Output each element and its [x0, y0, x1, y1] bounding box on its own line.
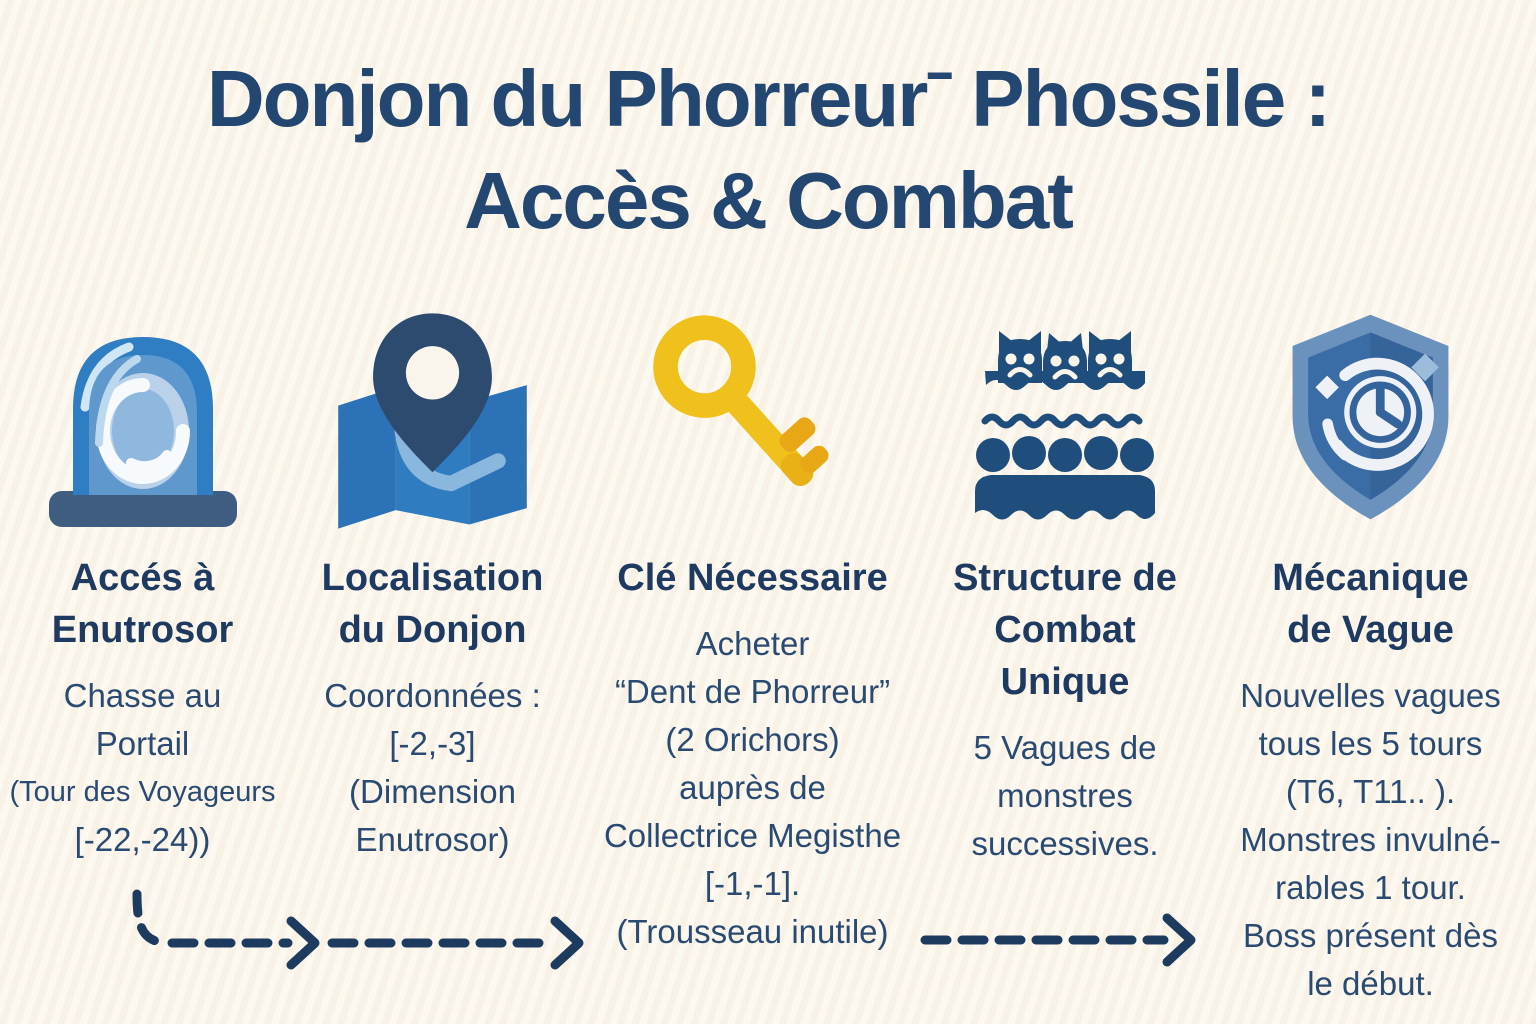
title-line-1: Donjon du Phorreurˉ Phossile :	[206, 54, 1331, 143]
step-cle-necessaire: Clé Nécessaire Acheter “Dent de Phorreur…	[580, 296, 925, 1008]
body-line: monstres	[997, 777, 1133, 814]
step-heading: Structure de Combat Unique	[925, 552, 1205, 708]
body-line: Coordonnées :	[324, 677, 541, 714]
step-body: Acheter “Dent de Phorreur” (2 Orichors) …	[604, 620, 901, 956]
step-body: Chasse au Portail (Tour des Voyageurs [-…	[10, 672, 276, 864]
steps-row: Accés à Enutrosor Chasse au Portail (Tou…	[0, 296, 1536, 1008]
body-line: auprès de	[679, 769, 826, 806]
body-line: Chasse au	[63, 677, 222, 714]
heading-line: de Vague	[1287, 609, 1454, 651]
body-line: Boss présent dès	[1243, 917, 1498, 954]
step-acces-enutrosor: Accés à Enutrosor Chasse au Portail (Tou…	[0, 296, 285, 1008]
step-body: Coordonnées : [-2,-3] (Dimension Enutros…	[324, 672, 540, 864]
heading-line: Structure de	[953, 557, 1177, 599]
title-line-2: Accès & Combat	[464, 156, 1074, 245]
body-line: Acheter	[695, 625, 810, 662]
body-line: Collectrice Megisthe	[603, 817, 902, 854]
shield-timer-icon	[1273, 296, 1468, 546]
body-line: tous les 5 tours	[1258, 725, 1483, 762]
key-icon	[650, 296, 855, 546]
step-structure-combat: Structure de Combat Unique 5 Vagues de m…	[925, 296, 1205, 1008]
map-pin-icon	[330, 296, 535, 546]
step-body: 5 Vagues de monstres successives.	[971, 724, 1158, 868]
body-line: [-22,-24))	[74, 821, 211, 858]
body-line: [-2,-3]	[389, 725, 476, 762]
body-line: rables 1 tour.	[1275, 869, 1466, 906]
heading-line: Mécanique	[1272, 557, 1469, 599]
heading-line: du Donjon	[338, 609, 527, 651]
body-line: “Dent de Phorreur”	[614, 673, 891, 710]
heading-line: Accés à	[70, 557, 215, 599]
step-heading: Mécanique de Vague	[1272, 552, 1468, 656]
body-line: Nouvelles vagues	[1240, 677, 1501, 714]
body-line: (Tour des Voyageurs	[9, 776, 276, 808]
body-line: 5 Vagues de	[973, 729, 1157, 766]
step-body: Nouvelles vagues tous les 5 tours (T6, T…	[1240, 672, 1501, 1008]
body-line: le début.	[1307, 965, 1434, 1002]
body-line: successives.	[971, 825, 1159, 862]
body-line: (Dimension	[349, 773, 516, 810]
body-line: Monstres invulné-	[1240, 821, 1501, 858]
page-title: Donjon du Phorreurˉ Phossile : Accès & C…	[0, 48, 1536, 252]
body-line: (2 Orichors)	[665, 721, 840, 758]
step-heading: Clé Nécessaire	[617, 552, 887, 604]
step-localisation-donjon: Localisation du Donjon Coordonnées : [-2…	[285, 296, 580, 1008]
heading-line: Clé Nécessaire	[617, 557, 888, 599]
heading-line: Enutrosor	[51, 609, 234, 651]
body-line: (Trousseau inutile)	[616, 913, 889, 950]
body-line: Enutrosor)	[355, 821, 510, 858]
heading-line: Combat Unique	[994, 609, 1136, 703]
body-line: (T6, T11.. ).	[1285, 773, 1456, 810]
step-heading: Localisation du Donjon	[322, 552, 544, 656]
monster-waves-icon	[965, 296, 1165, 546]
body-line: Portail	[95, 725, 190, 762]
heading-line: Localisation	[321, 557, 544, 599]
step-heading: Accés à Enutrosor	[52, 552, 234, 656]
step-mecanique-vague: Mécanique de Vague Nouvelles vagues tous…	[1205, 296, 1536, 1008]
portal-icon	[43, 296, 243, 546]
body-line: [-1,-1].	[704, 865, 801, 902]
